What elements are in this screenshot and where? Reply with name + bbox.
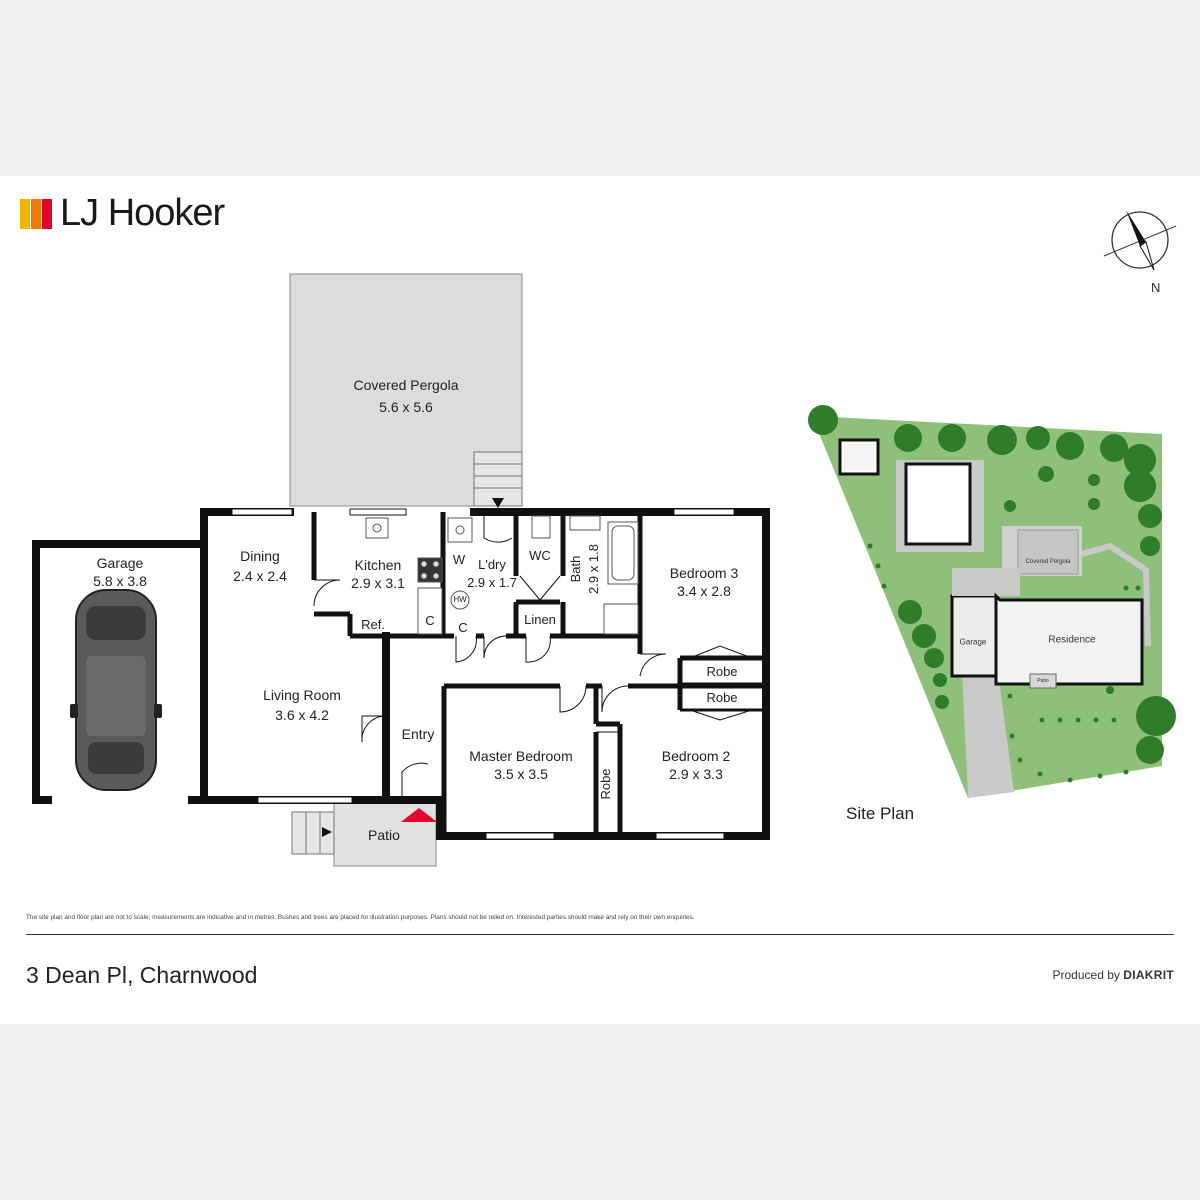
site-driveway [962,672,1014,798]
room-name: Living Room [263,687,341,703]
produced-by-brand: DIAKRIT [1123,968,1174,982]
room-living: Living Room 3.6 x 4.2 [263,686,341,724]
produced-by-prefix: Produced by [1052,968,1120,982]
room-dims: 3.5 x 3.5 [494,766,548,782]
label-entry: Entry [401,726,435,742]
room-dims: 2.9 x 1.8 [586,544,601,594]
room-name: Covered Pergola [353,377,459,393]
room-name: Bedroom 2 [661,748,731,764]
laundry-sink-icon [447,517,473,543]
room-covered-pergola: Covered Pergola 5.6 x 5.6 [353,376,458,416]
room-garage: Garage 5.8 x 3.8 [93,554,147,590]
toilet-icon [531,515,551,539]
label-patio: Patio [368,827,400,843]
label-robe-bedroom-3: Robe [706,664,738,679]
room-master-bedroom: Master Bedroom 3.5 x 3.5 [469,747,572,783]
room-laundry: L'dry 2.9 x 1.7 [467,556,517,592]
label-hot-water: HW [453,595,467,604]
site-label-patio: Patio [1037,678,1049,684]
compass-icon [1103,210,1177,271]
compass-north-label: N [1151,280,1161,295]
room-bedroom-3: Bedroom 3 3.4 x 2.8 [670,564,738,600]
room-dims: 3.6 x 4.2 [275,707,329,723]
interior-walls [311,512,766,836]
car-icon [70,589,162,791]
brand-name: LJ Hooker [60,192,225,234]
room-dims: 2.9 x 3.3 [669,766,723,782]
label-washer: W [452,552,466,567]
room-dims: 5.6 x 5.6 [379,399,433,415]
brand-bar-red [42,199,52,229]
site-shrubs [867,543,1141,783]
robe-frames [680,682,766,712]
label-fridge: Ref. [361,617,385,632]
room-kitchen: Kitchen 2.9 x 3.1 [351,556,405,592]
room-dims: 5.8 x 3.8 [93,573,147,589]
windows [231,508,735,840]
room-dims: 2.9 x 1.7 [467,575,517,590]
property-address: 3 Dean Pl, Charnwood [26,962,258,988]
brand-bars-icon [20,199,52,229]
site-label-garage: Garage [959,637,987,647]
produced-by: Produced by DIAKRIT [1053,968,1175,982]
room-dims: 3.4 x 2.8 [677,583,731,599]
site-label-covered-pergola: Covered Pergola [1025,559,1071,565]
room-name: Kitchen [354,557,402,573]
footer-divider [26,934,1174,935]
vanity-icon [569,515,601,531]
floor-plan-sheet: LJ Hooker [0,176,1200,1024]
brand-bar-yellow [20,199,30,229]
room-bedroom-2: Bedroom 2 2.9 x 3.3 [662,747,730,783]
fixtures [365,515,639,635]
room-dining: Dining 2.4 x 2.4 [233,547,287,585]
label-robe-bedroom-2: Robe [706,690,738,705]
plan-drawing [32,210,1177,867]
room-name: Garage [96,555,144,571]
site-plan-title: Site Plan [846,804,915,823]
site-patio [1029,673,1057,689]
room-name: Bath [568,555,583,583]
room-dims: 2.9 x 3.1 [351,575,405,591]
site-plan [808,405,1176,798]
room-name: L'dry [478,557,506,572]
room-dims: 2.4 x 2.4 [233,568,287,584]
site-label-residence: Residence [1048,634,1096,646]
site-garage [950,594,998,678]
site-structure [904,462,972,546]
site-path [1081,542,1151,647]
entry-marker-icon [401,808,437,822]
site-trees [808,405,1176,764]
patio-steps [291,811,335,855]
label-linen: Linen [524,612,556,627]
pergola-steps [473,451,523,508]
label-cupboard-2: C [458,620,468,635]
room-name: Dining [240,548,280,564]
door-swings [313,512,753,796]
label-wc: WC [529,548,551,563]
label-cupboard-1: C [425,613,435,628]
room-name: Bedroom 3 [669,565,739,581]
brand-bar-orange [31,199,41,229]
label-robe-master: Robe [598,768,613,800]
disclaimer-text: The site plan and floor plan are not to … [26,914,695,921]
room-bath: Bath 2.9 x 1.8 [567,544,603,594]
room-name: Master Bedroom [469,748,573,764]
site-residence [994,592,1144,686]
